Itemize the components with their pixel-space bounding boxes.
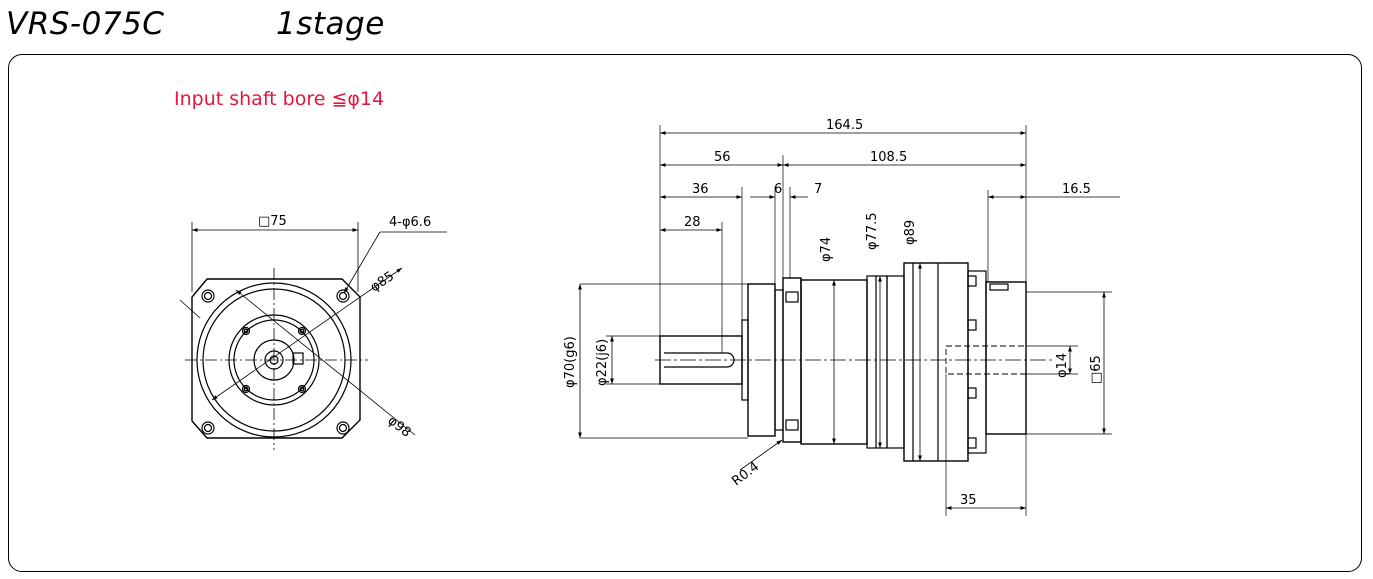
dim-outer-98: φ98	[385, 413, 414, 440]
input-shaft-bore-note: Input shaft bore ≦φ14	[174, 88, 385, 110]
side-view	[578, 125, 1120, 516]
dim-square-65: □65	[1089, 355, 1104, 384]
flange-outline	[191, 278, 361, 439]
dim-7: 7	[814, 182, 822, 197]
drawing-frame	[8, 54, 1362, 572]
dim-pcd-85: φ85	[368, 269, 397, 295]
dim-d22: φ22(j6)	[595, 339, 610, 386]
dim-square-75: □75	[258, 214, 287, 229]
dim-d77-5: φ77.5	[865, 212, 880, 250]
dim-d89: φ89	[903, 220, 918, 245]
dim-holes: 4-φ6.6	[389, 215, 431, 230]
dim-d74: φ74	[819, 237, 834, 262]
dim-d70: φ70(g6)	[563, 336, 578, 388]
dim-36: 36	[692, 182, 709, 197]
dim-overall-length: 164.5	[826, 118, 863, 133]
dim-56: 56	[714, 150, 731, 165]
dim-r0-4: R0.4	[729, 459, 762, 489]
dim-d14: φ14	[1055, 353, 1070, 378]
dim-108-5: 108.5	[870, 150, 907, 165]
stage-title: 1stage	[276, 6, 385, 42]
front-view	[179, 222, 447, 450]
dim-6: 6	[774, 182, 782, 197]
dim-35: 35	[960, 493, 977, 508]
dim-28: 28	[684, 215, 701, 230]
mounting-holes	[201, 289, 350, 435]
input-adapter	[967, 270, 987, 454]
dim-16-5: 16.5	[1062, 182, 1091, 197]
model-title: VRS-075C	[6, 6, 165, 42]
housing	[886, 275, 905, 449]
